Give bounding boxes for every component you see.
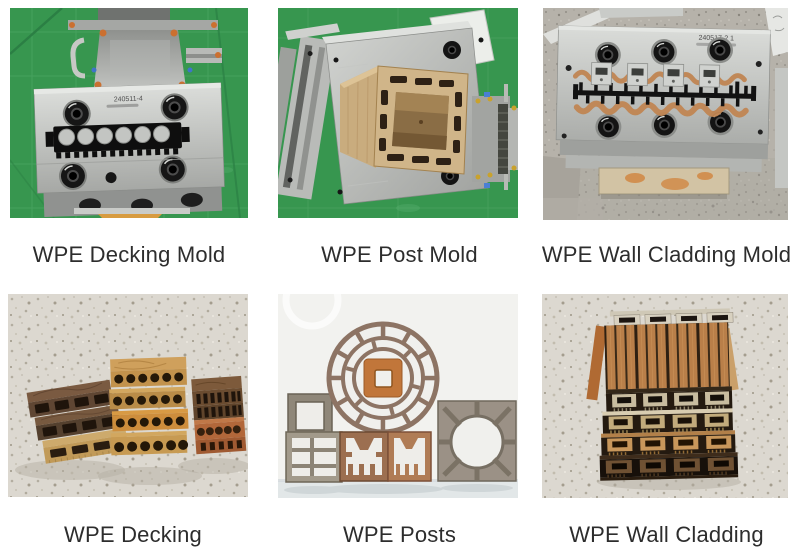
watermark-ring — [282, 294, 342, 330]
caption-wpe-post-mold: WPE Post Mold — [321, 242, 478, 267]
wpc-post-profile — [340, 65, 469, 175]
product-card-wpe-decking — [8, 294, 248, 497]
die-slot — [572, 81, 757, 107]
caption-wpe-wall-cladding: WPE Wall Cladding — [569, 522, 764, 547]
caption-wpe-decking-mold: WPE Decking Mold — [32, 242, 226, 267]
photo-wpe-wall-cladding — [542, 294, 788, 498]
product-card-wpe-wall-cladding — [542, 294, 788, 498]
top-end-holes — [613, 312, 734, 326]
product-card-wpe-wall-cladding-mold: 240517-2 1 — [543, 8, 788, 220]
product-card-wpe-posts — [278, 294, 518, 498]
background-mold-assembly — [68, 8, 222, 89]
paper-scrap — [765, 8, 788, 56]
post-profile-ribbed-box-a — [339, 431, 389, 482]
photo-wpe-decking — [8, 294, 248, 497]
cladding-stack — [586, 308, 739, 481]
cladding-mold-block: 240517-2 1 — [555, 25, 771, 173]
protruding-panel — [586, 325, 607, 401]
calibration-unit — [472, 84, 518, 190]
wood-support — [598, 167, 730, 199]
photo-wpe-wall-cladding-mold: 240517-2 1 — [543, 8, 788, 220]
photo-wpe-post-mold — [278, 8, 518, 218]
caption-wpe-posts: WPE Posts — [342, 522, 457, 547]
mold-bolts — [561, 37, 763, 140]
cladding-row — [602, 408, 733, 434]
copper-wave-lower — [573, 100, 749, 118]
decking-stack-walnut — [26, 379, 129, 464]
cladding-row — [605, 386, 733, 412]
post-profile-round-hole — [437, 400, 517, 482]
caption-wpe-decking: WPE Decking — [64, 522, 202, 547]
photo-wpe-posts — [278, 294, 518, 498]
product-card-wpe-post-mold — [278, 8, 518, 218]
post-profile-cube-lattice — [285, 431, 343, 483]
teak-top-panels — [604, 322, 730, 390]
product-card-wpe-decking-mold: 240511-4 — [10, 8, 248, 218]
mold-bolts — [58, 93, 189, 190]
cladding-row — [601, 430, 736, 456]
photo-wpe-decking-mold: 240511-4 — [10, 8, 248, 218]
steel-rails — [278, 23, 340, 200]
mold-clips — [590, 62, 721, 88]
post-profile-wheel — [326, 321, 440, 435]
cladding-row — [599, 452, 739, 481]
decking-stack-teak — [109, 356, 189, 456]
mold-serial-engraving: 240511-4 — [114, 95, 143, 103]
die-slot — [45, 122, 190, 159]
caption-wpe-wall-cladding-mold: WPE Wall Cladding Mold — [541, 242, 792, 267]
post-profile-ribbed-box-b — [387, 431, 432, 482]
decking-stack-redwood — [191, 375, 247, 455]
decking-mold-block: 240511-4 — [33, 82, 225, 217]
